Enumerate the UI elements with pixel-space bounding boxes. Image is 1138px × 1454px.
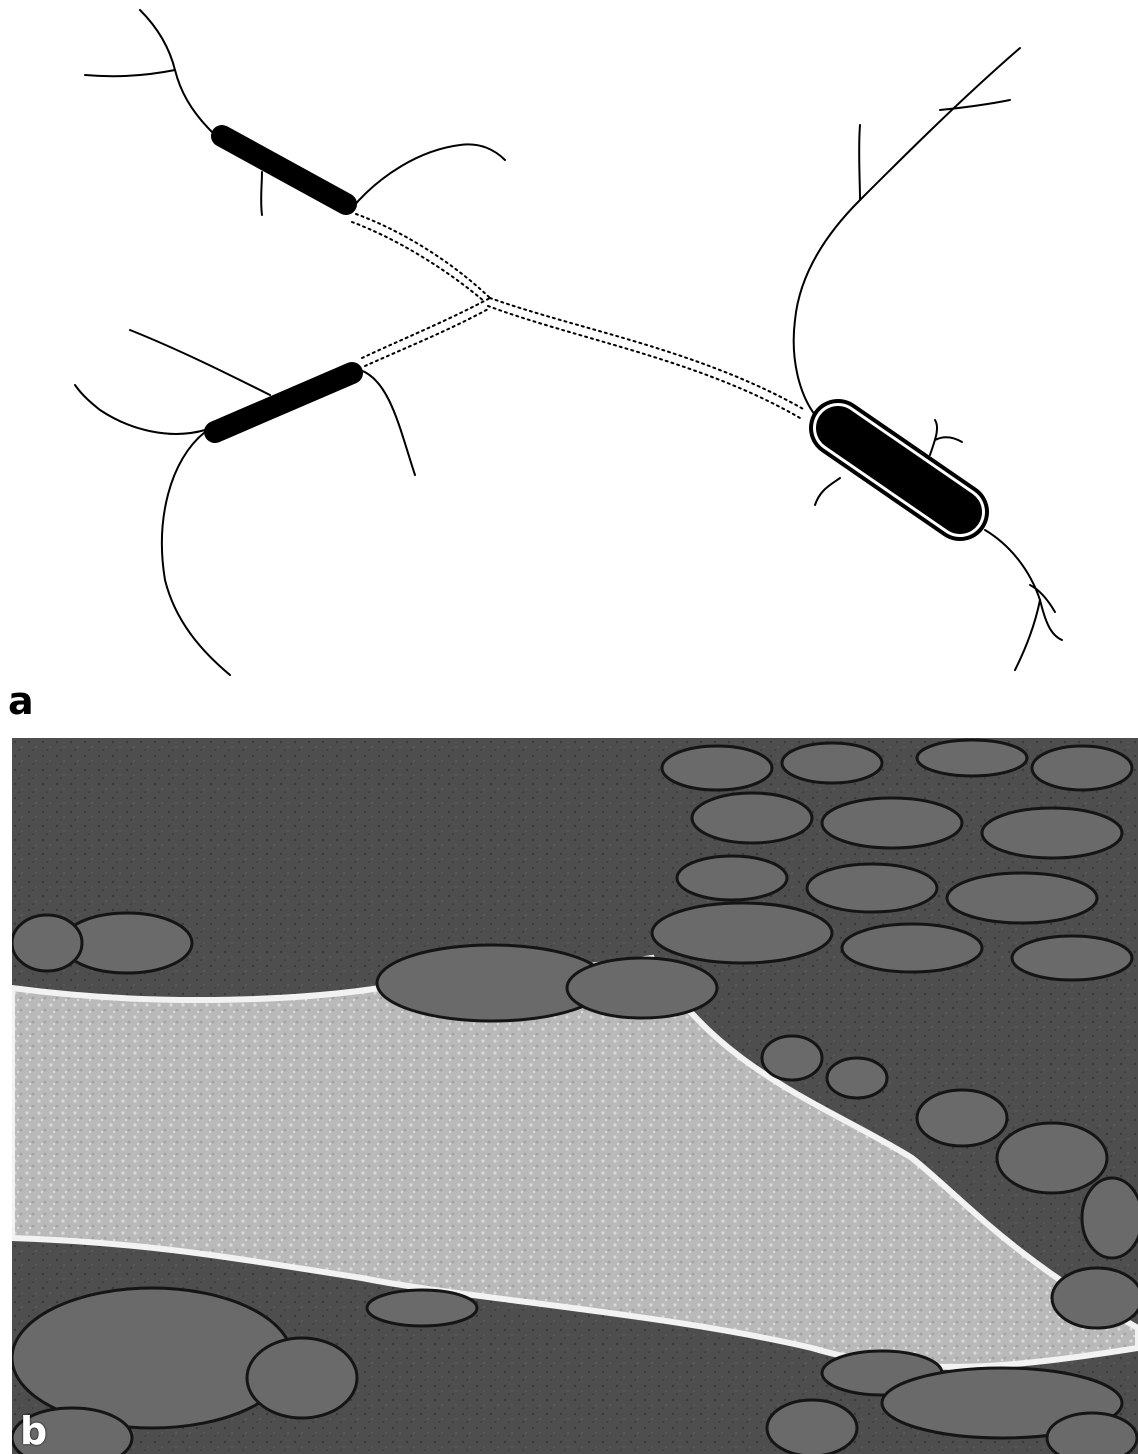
bacterium-middle-left [75,330,415,675]
panel-b-micrograph [12,738,1138,1454]
dotted-tethers [352,214,805,418]
bacterium-top-left [85,10,505,215]
panel-label-a: a [8,682,34,720]
bacterium-right [794,48,1062,670]
panel-a-schematic [0,0,1138,690]
panel-label-b: b [20,1412,47,1450]
